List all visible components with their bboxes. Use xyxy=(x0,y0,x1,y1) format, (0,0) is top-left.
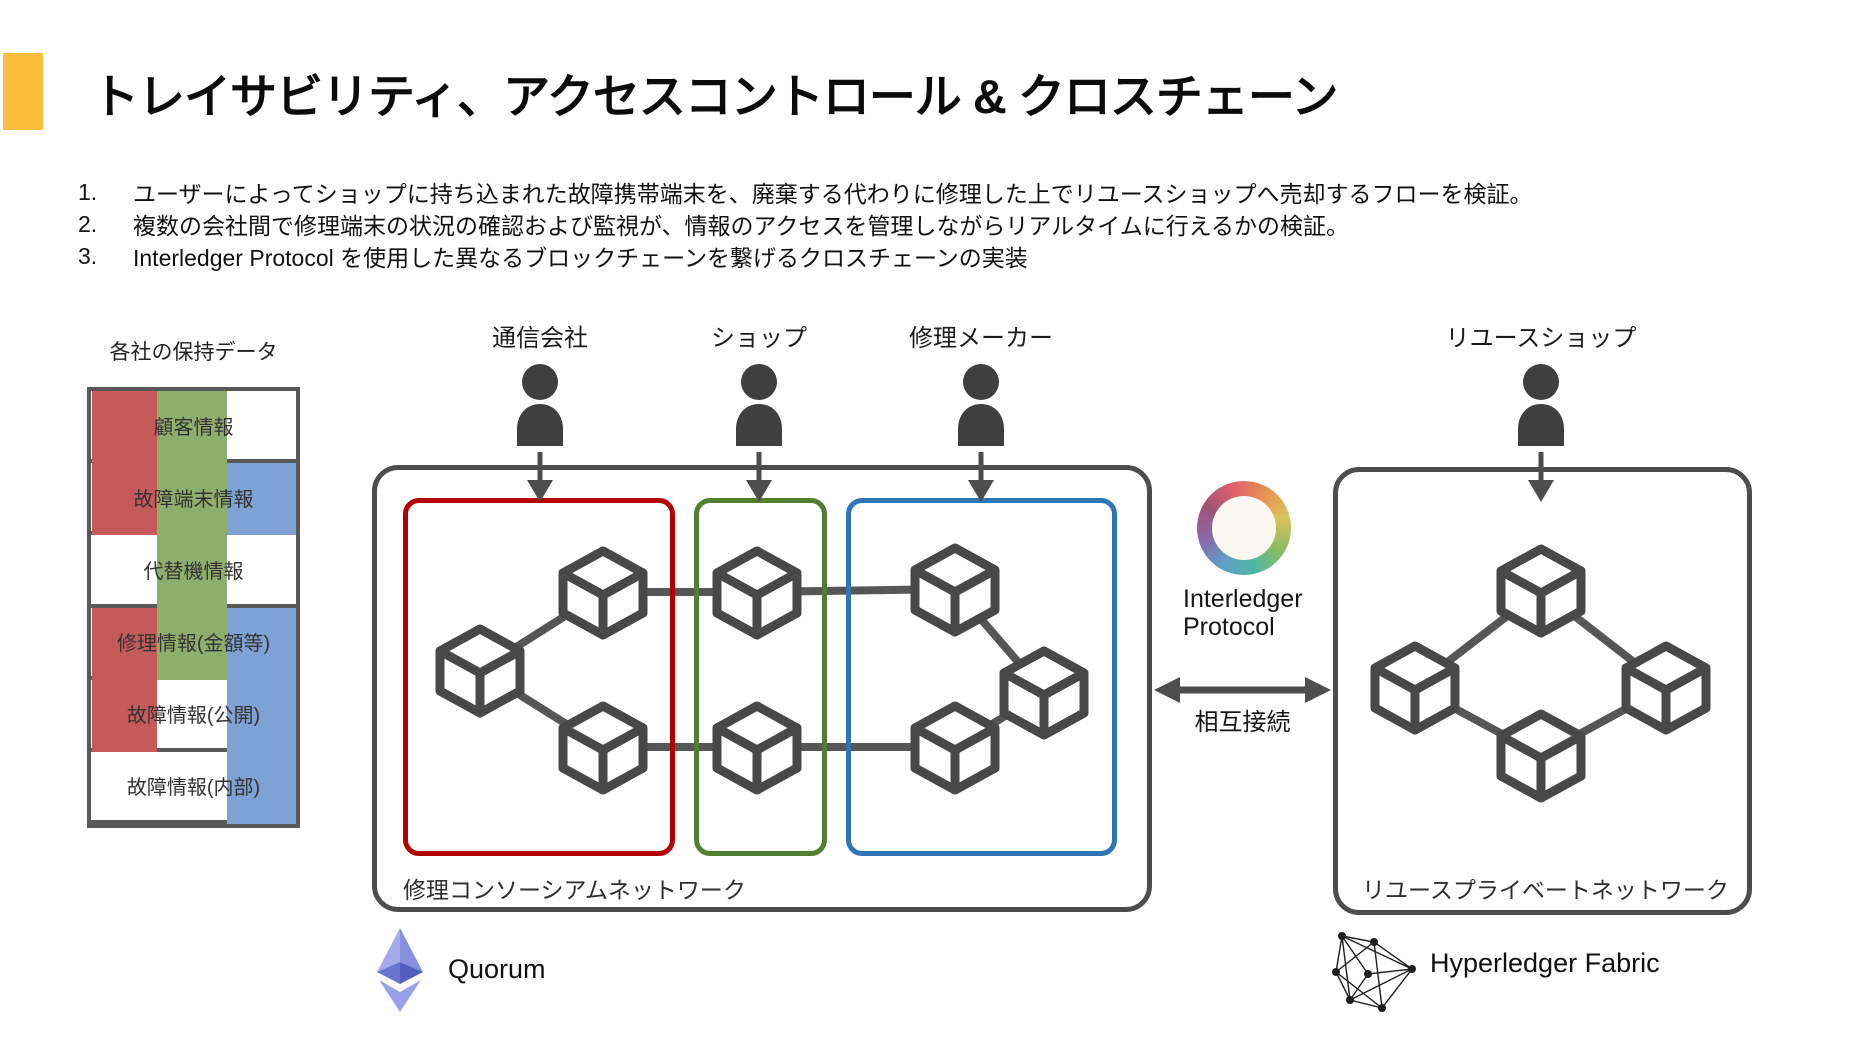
objective-item: 2. 複数の会社間で修理端末の状況の確認および監視が、情報のアクセスを管理しながら… xyxy=(78,208,1533,240)
quorum-ethereum-icon xyxy=(377,928,423,1012)
table-row: 修理情報(金額等) xyxy=(91,607,296,680)
person-icon xyxy=(958,364,1004,446)
down-arrow-icon xyxy=(1528,452,1554,502)
consortium-network-diagram xyxy=(372,465,1152,912)
objectives-list: 1. ユーザーによってショップに持ち込まれた故障携帯端末を、廃棄する代わりに修理し… xyxy=(78,176,1533,272)
objective-item: 3. Interledger Protocol を使用した異なるブロックチェーンを… xyxy=(78,240,1533,272)
blue-company-strip xyxy=(227,607,296,824)
actor-2: ショップ xyxy=(679,318,839,502)
table-row-label: 修理情報(金額等) xyxy=(116,633,271,656)
table-caption: 各社の保持データ xyxy=(109,341,278,364)
actor-3: 修理メーカー xyxy=(901,318,1061,502)
red-company-strip xyxy=(92,391,157,536)
table-row: 代替機情報 xyxy=(91,535,296,608)
objective-text: ユーザーによってショップに持ち込まれた故障携帯端末を、廃棄する代わりに修理した上… xyxy=(133,181,1533,207)
down-arrow-icon xyxy=(527,452,553,502)
blockchain-node-cube-icon xyxy=(1501,714,1581,798)
table-row-label: 故障情報(公開) xyxy=(126,705,261,728)
consortium-network-label: 修理コンソーシアムネットワーク xyxy=(403,877,746,903)
person-icon xyxy=(1518,364,1564,446)
table-row-label: 顧客情報 xyxy=(153,416,234,439)
down-arrow-icon xyxy=(968,452,994,502)
actor-1: 通信会社 xyxy=(460,318,620,502)
hyperledger-fabric-icon xyxy=(1332,932,1416,1012)
actor-label: ショップ xyxy=(711,325,807,352)
blue-company-strip xyxy=(227,463,296,536)
shop-zone xyxy=(694,498,827,856)
reuse-network-diagram xyxy=(1333,467,1752,915)
blockchain-node-cube-icon xyxy=(1501,549,1581,633)
objective-number: 1. xyxy=(78,178,98,205)
table-row: 故障端末情報 xyxy=(91,463,296,536)
repair-maker-zone xyxy=(846,498,1117,856)
table-row-label: 故障端末情報 xyxy=(133,488,254,511)
person-icon xyxy=(736,364,782,446)
objective-text: Interledger Protocol を使用した異なるブロックチェーンを繋げ… xyxy=(133,245,1028,271)
table-row-label: 代替機情報 xyxy=(143,560,244,583)
actor-label: 修理メーカー xyxy=(909,325,1053,352)
reuse-network-label: リユースプライベートネットワーク xyxy=(1362,877,1729,903)
interledger-protocol-icon xyxy=(1197,481,1291,575)
telecom-zone xyxy=(403,498,675,856)
interconnect-label: 相互接続 xyxy=(1194,709,1291,736)
accent-square xyxy=(3,53,43,130)
blockchain-node-cube-icon xyxy=(1626,646,1706,730)
table-row: 顧客情報 xyxy=(91,391,296,464)
blockchain-node-cube-icon xyxy=(1375,646,1455,730)
actor-label: 通信会社 xyxy=(492,325,588,352)
table-row: 故障情報(公開) xyxy=(91,679,296,752)
objective-number: 2. xyxy=(78,210,98,237)
consortium-network-box xyxy=(372,465,1152,912)
green-company-strip xyxy=(157,391,227,680)
actor-label: リユースショップ xyxy=(1445,325,1637,352)
page-title: トレイサビリティ、アクセスコントロール & クロスチェーン xyxy=(92,70,1339,123)
hyperledger-fabric-label: Hyperledger Fabric xyxy=(1430,948,1660,978)
person-icon xyxy=(517,364,563,446)
table-row: 故障情報(内部) xyxy=(91,751,296,825)
red-company-strip xyxy=(92,607,157,752)
interconnect-double-arrow-icon xyxy=(1154,677,1331,703)
objective-item: 1. ユーザーによってショップに持ち込まれた故障携帯端末を、廃棄する代わりに修理し… xyxy=(78,176,1533,208)
down-arrow-icon xyxy=(746,452,772,502)
quorum-label: Quorum xyxy=(448,954,546,984)
held-data-table: 顧客情報故障端末情報代替機情報修理情報(金額等) 故障情報(公開) 故障情報(内部) xyxy=(87,387,300,828)
objective-number: 3. xyxy=(78,242,98,269)
table-row-label: 故障情報(内部) xyxy=(126,777,261,800)
actor-4: リユースショップ xyxy=(1446,318,1636,502)
interledger-protocol-name: Interledger Protocol xyxy=(1183,585,1303,641)
objective-text: 複数の会社間で修理端末の状況の確認および監視が、情報のアクセスを管理しながらリア… xyxy=(133,213,1350,239)
